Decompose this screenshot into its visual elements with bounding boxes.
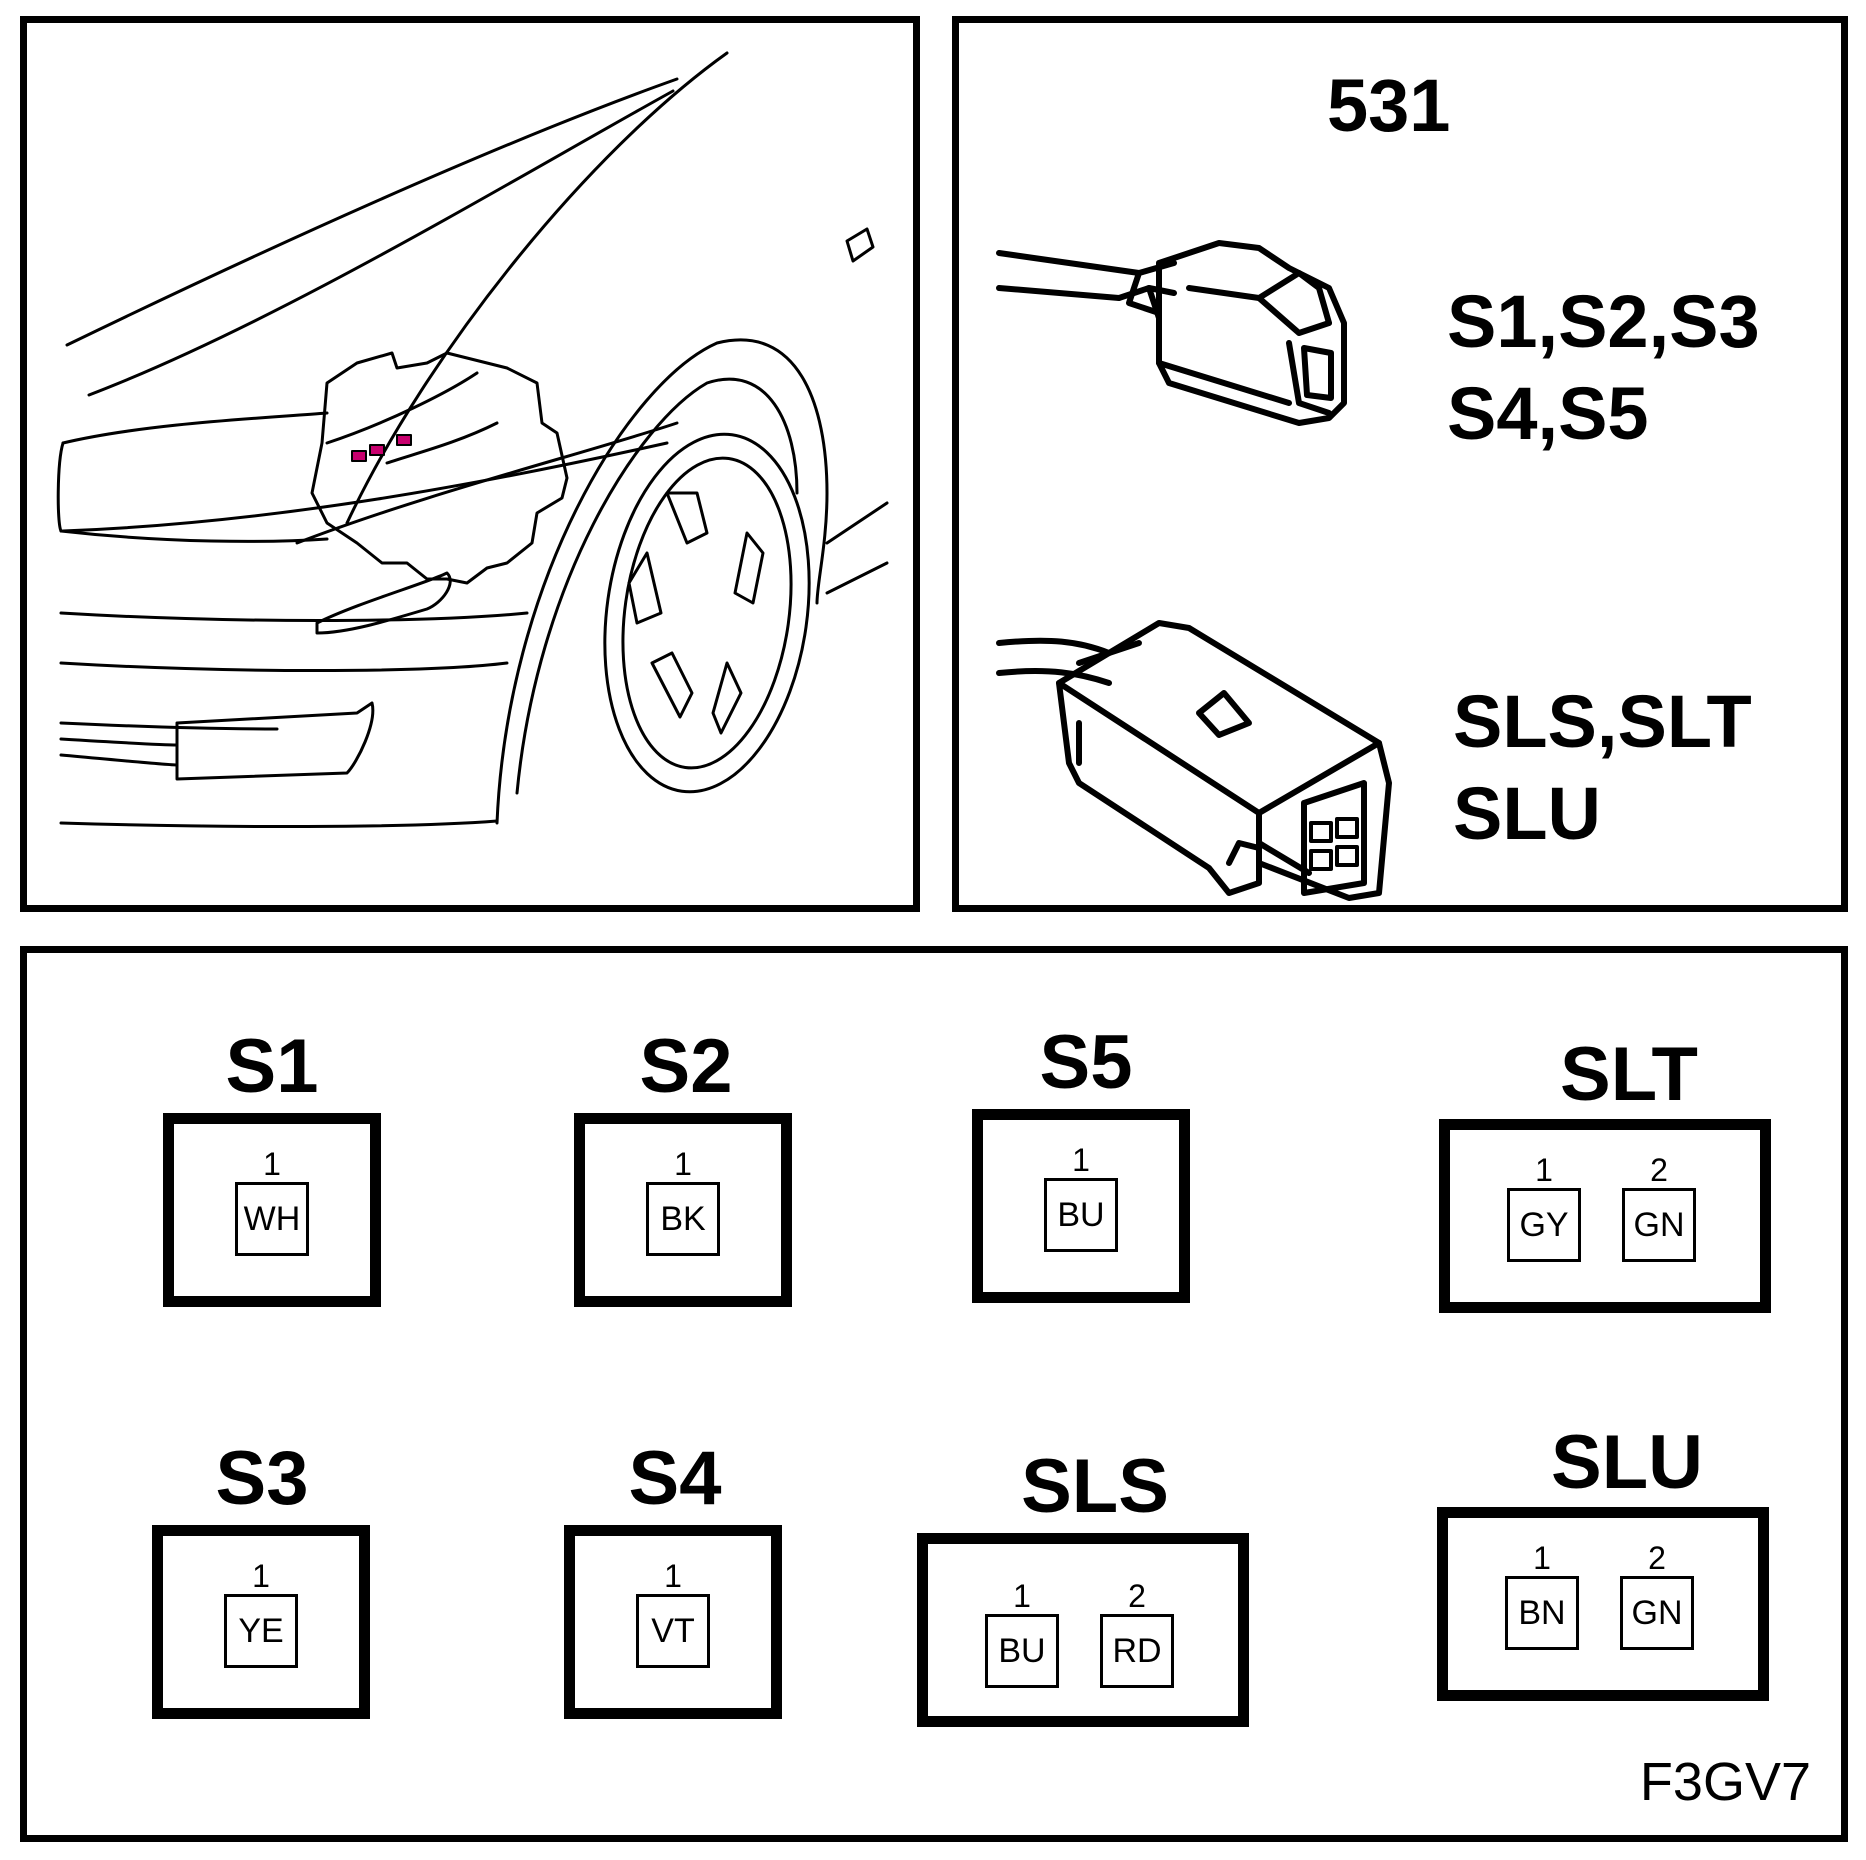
pin-color: WH: [235, 1182, 309, 1256]
pin-color: VT: [636, 1594, 710, 1668]
pin-2: 2 GN: [1622, 1154, 1696, 1262]
connector-title-sls: SLS: [1021, 1444, 1169, 1529]
connector-title-s1: S1: [225, 1024, 319, 1109]
pin-1: 1 BU: [985, 1580, 1059, 1688]
pin-assignment-panel: S1 1 WH S2 1 BK S5 1 BU SLT 1 GY 2 GN S3: [20, 946, 1848, 1842]
connector-face-s3: 1 YE: [152, 1525, 370, 1719]
pin-color: BK: [646, 1182, 720, 1256]
pin-1: 1 GY: [1507, 1154, 1581, 1262]
two-pin-connector-drawing: [996, 620, 1392, 901]
pin-1: 1 BN: [1505, 1542, 1579, 1650]
connector-drawings: [996, 240, 1392, 901]
connector-face-slu: 1 BN 2 GN: [1437, 1507, 1769, 1701]
connector-face-sls: 1 BU 2 RD: [917, 1533, 1249, 1727]
connector-face-s5: 1 BU: [972, 1109, 1190, 1303]
pin-1: 1 WH: [235, 1148, 309, 1256]
pin-color: GN: [1620, 1576, 1694, 1650]
connector-face-s1: 1 WH: [163, 1113, 381, 1307]
connector-title-slu: SLU: [1551, 1420, 1703, 1505]
pin-color: GY: [1507, 1188, 1581, 1262]
pin-1: 1 BU: [1044, 1144, 1118, 1252]
connector-type-1-line-2: S4,S5: [1447, 372, 1649, 455]
diagram-code: F3GV7: [1639, 1752, 1811, 1812]
connector-type-2-line-1: SLS,SLT: [1453, 680, 1752, 763]
pin-1: 1 BK: [646, 1148, 720, 1256]
connector-title-s2: S2: [639, 1024, 733, 1109]
connector-face-s4: 1 VT: [564, 1525, 782, 1719]
connector-title-slt: SLT: [1560, 1032, 1698, 1117]
vehicle-location-panel: [20, 16, 920, 912]
pin-2: 2 RD: [1100, 1580, 1174, 1688]
connector-id: 531: [1327, 64, 1451, 147]
pin-color: BU: [985, 1614, 1059, 1688]
connector-face-s2: 1 BK: [574, 1113, 792, 1307]
connector-type-2-line-2: SLU: [1453, 772, 1601, 855]
single-pin-connector-drawing: [996, 240, 1347, 426]
pin-color: BU: [1044, 1178, 1118, 1252]
pin-1: 1 VT: [636, 1560, 710, 1668]
vehicle-front-illustration: [56, 51, 889, 829]
connector-type-1-line-1: S1,S2,S3: [1447, 280, 1760, 363]
pin-1: 1 YE: [224, 1560, 298, 1668]
pin-color: BN: [1505, 1576, 1579, 1650]
pin-2: 2 GN: [1620, 1542, 1694, 1650]
pin-color: GN: [1622, 1188, 1696, 1262]
connector-title-s4: S4: [628, 1436, 722, 1521]
connector-title-s5: S5: [1039, 1020, 1133, 1105]
connector-face-slt: 1 GY 2 GN: [1439, 1119, 1771, 1313]
pin-color: RD: [1100, 1614, 1174, 1688]
connector-title-s3: S3: [215, 1436, 309, 1521]
pin-color: YE: [224, 1594, 298, 1668]
connector-types-panel: 531: [952, 16, 1848, 912]
